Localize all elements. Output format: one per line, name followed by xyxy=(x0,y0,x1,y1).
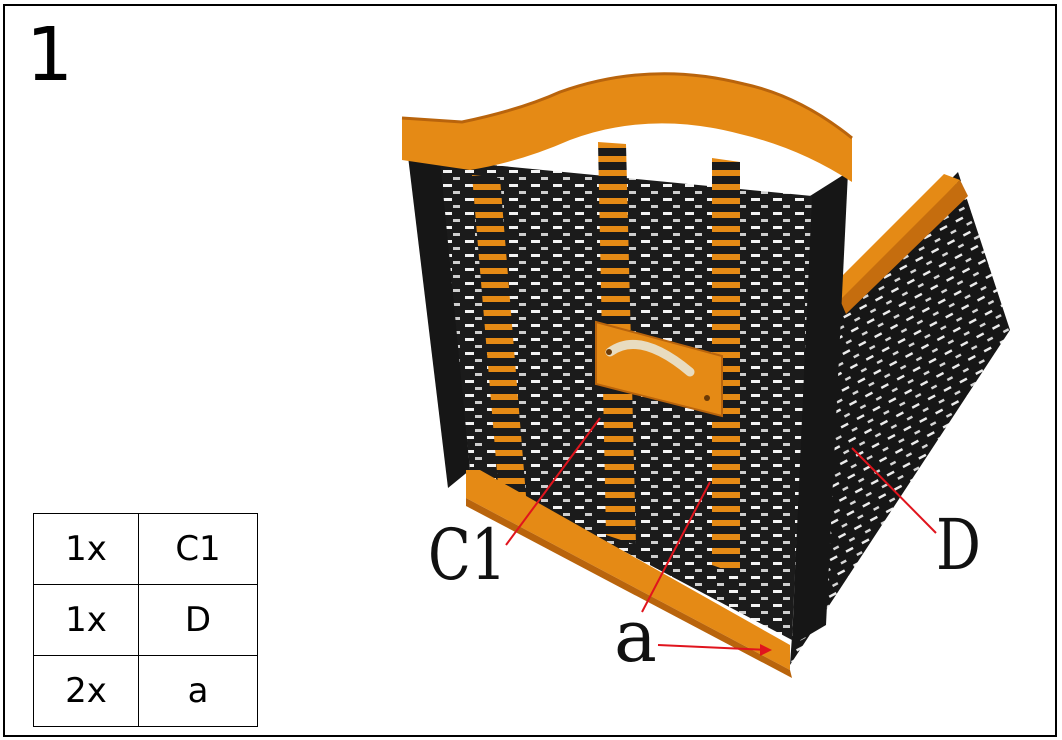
callout-label-a: a xyxy=(614,594,657,678)
table-row: 1x C1 xyxy=(33,513,258,585)
quantity-cell: 1x xyxy=(33,584,139,656)
callout-line-d xyxy=(851,447,937,534)
callout-label-d: D xyxy=(936,504,981,586)
table-row: 1x D xyxy=(33,584,258,656)
part-cell: D xyxy=(138,584,258,656)
step-number: 1 xyxy=(26,12,74,98)
part-cell: C1 xyxy=(138,513,258,585)
callout-line-c1 xyxy=(505,417,601,546)
callout-line-a-lower xyxy=(657,644,769,651)
quantity-cell: 2x xyxy=(33,655,139,727)
parts-table: 1x C1 1x D 2x a xyxy=(33,513,258,727)
part-cell: a xyxy=(138,655,258,727)
arrowhead-icon xyxy=(760,644,772,656)
callout-lines xyxy=(505,417,937,656)
callout-label-c1: C1 xyxy=(428,514,507,596)
panel-c1 xyxy=(401,72,853,678)
table-row: 2x a xyxy=(33,655,258,727)
panel-d xyxy=(790,172,1010,665)
quantity-cell: 1x xyxy=(33,513,139,585)
callout-line-a-upper xyxy=(641,481,711,613)
